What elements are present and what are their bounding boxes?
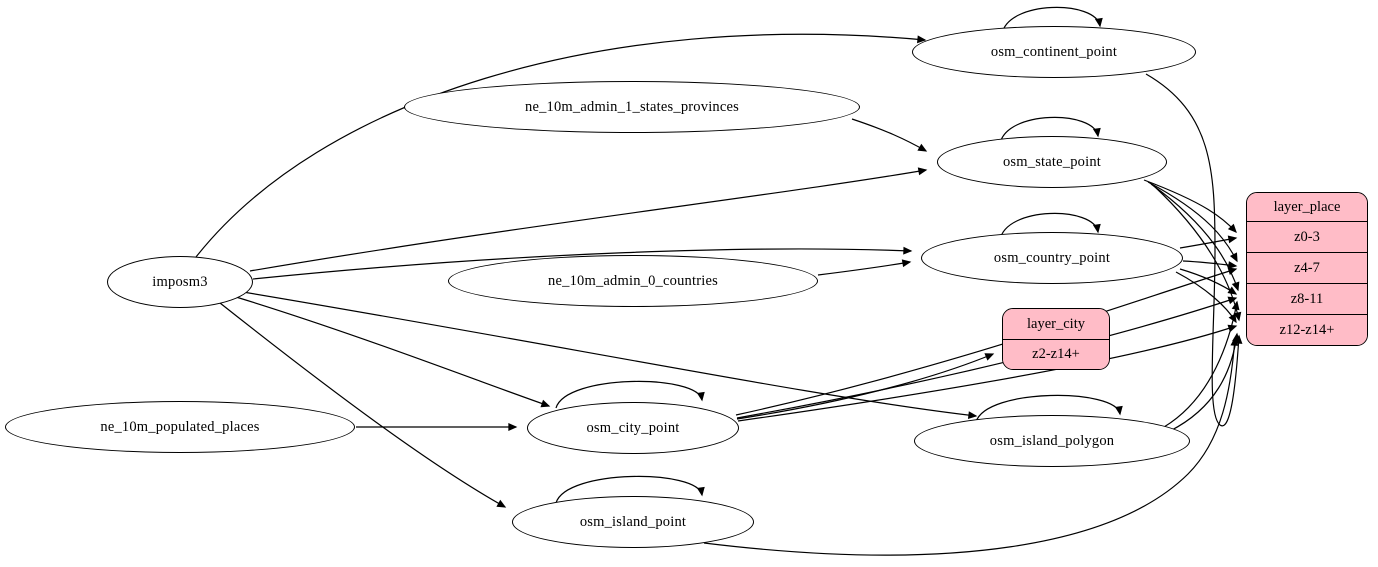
edge-osm_city_point-to-layer_place-z8-11 bbox=[736, 296, 1238, 419]
edge-osm_island_point-to-osm_island_point-self-loop bbox=[555, 475, 705, 504]
node-ne_10m_admin_0_countries: ne_10m_admin_0_countries bbox=[448, 255, 818, 307]
node-label-osm_country_point: osm_country_point bbox=[993, 249, 1111, 266]
record-row-layer_city-z2-z14+: z2-z14+ bbox=[1003, 339, 1109, 369]
edge-imposm3-to-osm_island_point bbox=[219, 302, 507, 508]
edge-osm_country_point-to-layer_place-z12-z14+ bbox=[1175, 271, 1237, 324]
record-row-layer_place-z12-z14+: z12-z14+ bbox=[1247, 314, 1367, 345]
edge-osm_country_point-to-layer_place-z0-3 bbox=[1179, 235, 1238, 249]
node-label-osm_city_point: osm_city_point bbox=[586, 419, 680, 436]
node-osm_country_point: osm_country_point bbox=[921, 232, 1183, 284]
edge-osm_continent_point-to-osm_continent_point-self-loop bbox=[1001, 6, 1103, 35]
record-row-layer_place-z0-3: z0-3 bbox=[1247, 221, 1367, 252]
edge-osm_city_point-to-layer_place-z12-z14+ bbox=[737, 324, 1238, 422]
node-label-ne_10m_admin_1_states_provinces: ne_10m_admin_1_states_provinces bbox=[525, 98, 739, 115]
edge-imposm3-to-osm_country_point bbox=[252, 246, 913, 280]
node-ne_10m_admin_1_states_provinces: ne_10m_admin_1_states_provinces bbox=[404, 81, 860, 133]
node-osm_continent_point: osm_continent_point bbox=[912, 26, 1196, 78]
node-osm_city_point: osm_city_point bbox=[527, 402, 739, 454]
edge-osm_state_point-to-layer_place-z4-7 bbox=[1147, 181, 1238, 263]
record-title-layer_city: layer_city bbox=[1003, 309, 1109, 339]
edge-osm_country_point-to-osm_country_point-self-loop bbox=[999, 212, 1101, 241]
edge-osm_island_point-to-layer_place-z12-z14+ bbox=[703, 336, 1239, 556]
node-label-osm_state_point: osm_state_point bbox=[1002, 153, 1102, 170]
record-row-layer_place-z4-7: z4-7 bbox=[1247, 252, 1367, 283]
node-osm_state_point: osm_state_point bbox=[937, 136, 1167, 188]
edge-osm_country_point-to-layer_place-z4-7 bbox=[1182, 260, 1238, 269]
record-title-layer_place: layer_place bbox=[1247, 193, 1367, 221]
node-ne_10m_populated_places: ne_10m_populated_places bbox=[5, 401, 355, 453]
edge-osm_island_polygon-to-osm_island_polygon-self-loop bbox=[975, 394, 1123, 423]
node-label-imposm3: imposm3 bbox=[152, 273, 208, 290]
node-label-osm_island_point: osm_island_point bbox=[579, 513, 687, 530]
edge-ne_10m_admin_0_countries-to-osm_country_point bbox=[817, 259, 912, 276]
edge-osm_state_point-to-layer_place-z8-11 bbox=[1150, 183, 1240, 292]
node-osm_island_point: osm_island_point bbox=[512, 496, 754, 548]
node-label-ne_10m_populated_places: ne_10m_populated_places bbox=[100, 418, 260, 435]
edge-osm_island_polygon-to-layer_place-z12-z14+ bbox=[1169, 332, 1240, 432]
edge-imposm3-to-osm_continent_point bbox=[195, 33, 927, 258]
edge-imposm3-to-osm_island_polygon bbox=[242, 291, 978, 420]
node-imposm3: imposm3 bbox=[107, 256, 253, 308]
edge-imposm3-to-osm_city_point bbox=[235, 296, 551, 408]
edge-osm_state_point-to-layer_place-z0-3 bbox=[1143, 179, 1237, 233]
edge-osm_continent_point-to-layer_place-z12-z14+ bbox=[1145, 73, 1243, 427]
edge-osm_city_point-to-layer_place-z4-7 bbox=[735, 267, 1238, 416]
edge-osm_city_point-to-layer_city-z2-z14+ bbox=[736, 353, 995, 420]
node-label-osm_continent_point: osm_continent_point bbox=[990, 43, 1118, 60]
node-osm_island_polygon: osm_island_polygon bbox=[914, 415, 1190, 467]
edge-ne_10m_admin_1_states_provinces-to-osm_state_point bbox=[851, 118, 928, 152]
record-row-layer_place-z8-11: z8-11 bbox=[1247, 283, 1367, 314]
edge-osm_city_point-to-osm_city_point-self-loop bbox=[555, 380, 705, 409]
edge-osm_country_point-to-layer_place-z8-11 bbox=[1179, 268, 1238, 295]
edge-osm_state_point-to-osm_state_point-self-loop bbox=[999, 116, 1101, 145]
edge-osm_island_polygon-to-layer_place-z8-11 bbox=[1163, 300, 1240, 428]
edge-imposm3-to-osm_state_point bbox=[249, 167, 928, 272]
node-label-osm_island_polygon: osm_island_polygon bbox=[989, 432, 1115, 449]
node-label-ne_10m_admin_0_countries: ne_10m_admin_0_countries bbox=[548, 272, 718, 289]
